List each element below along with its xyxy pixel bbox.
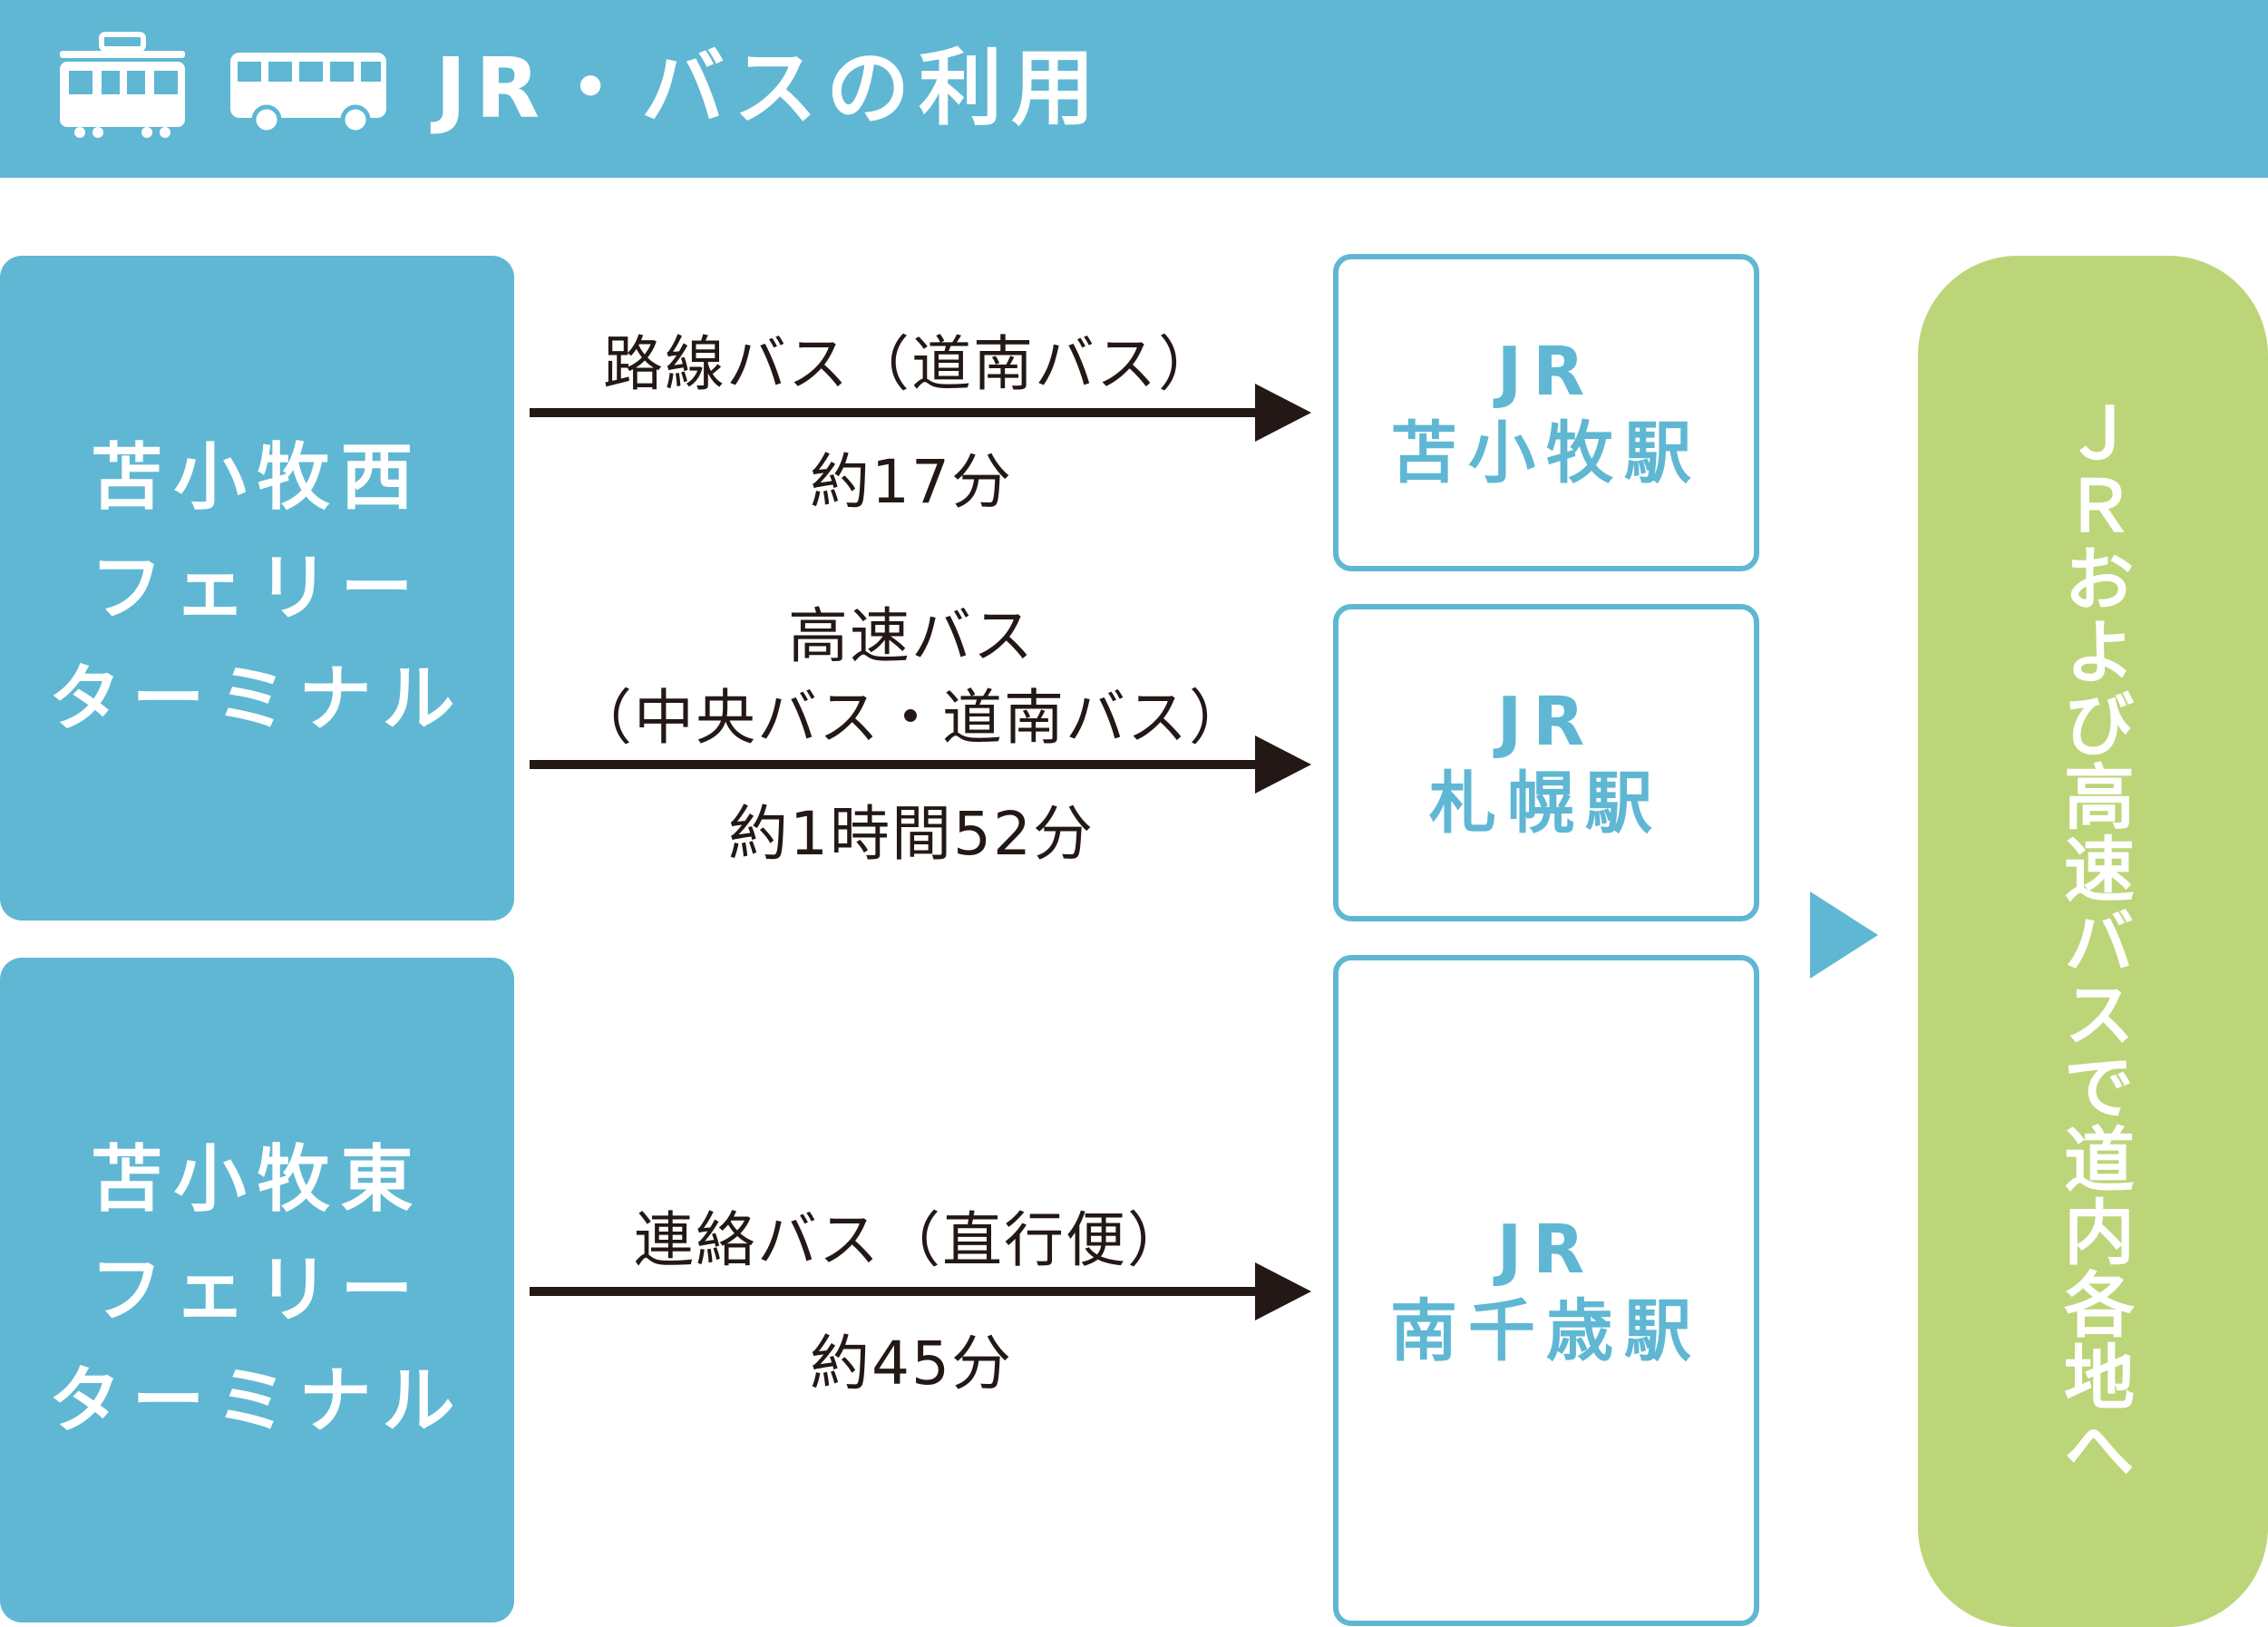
route-time-local-bus: 約17分 [810,447,1013,517]
route-operators-highway-bus: （中央バス・道南バス） [572,683,1251,753]
page-title: JR・バスの利用 [435,40,1105,137]
bus-icon [230,53,386,135]
route-time-highway-bus: 約1時間52分 [728,799,1095,869]
origin-tomakomai-west-terminal: 苫小牧西 フェリー ターミナル [0,256,514,921]
triangle-arrow-icon [1810,891,1878,979]
route-arrow [530,1262,1311,1320]
station-label-name: 南千歳駅 [1390,1292,1702,1370]
route-arrow [530,736,1311,794]
header-bar: JR・バスの利用 [0,0,2268,178]
route-name-local-bus: 路線バス（道南バス） [603,329,1220,399]
origin-label-line: ターミナル [48,656,466,741]
station-jr-sapporo: JR 札幌駅 [1333,604,1759,921]
station-jr-tomakomai: JR 苫小牧駅 [1333,254,1759,571]
origin-label-line: 苫小牧西 [90,434,424,520]
origin-label-line: 苫小牧東 [90,1136,424,1222]
route-name-connecting-bus: 連絡バス（直行便） [634,1205,1189,1275]
destination-label: ＪＲおよび高速バスで道内各地へ [2052,397,2134,1486]
destination-hokkaido-region: ＪＲおよび高速バスで道内各地へ [1918,256,2268,1627]
station-label-name: 苫小牧駅 [1390,414,1702,492]
station-label-jr: JR [1496,333,1596,411]
origin-label-line: フェリー [90,1247,424,1332]
route-arrow [530,384,1311,442]
station-label-jr: JR [1496,1211,1596,1289]
route-name-highway-bus: 高速バス [788,601,1035,671]
route-time-connecting-bus: 約45分 [810,1329,1013,1398]
station-label-name: 札幌駅 [1429,765,1663,843]
station-label-jr: JR [1496,683,1596,761]
origin-label-line: ターミナル [48,1358,466,1443]
origin-label-line: フェリー [90,545,424,630]
train-icon [60,32,185,138]
station-jr-minami-chitose: JR 南千歳駅 [1333,955,1759,1626]
origin-tomakomai-east-terminal: 苫小牧東 フェリー ターミナル [0,958,514,1622]
